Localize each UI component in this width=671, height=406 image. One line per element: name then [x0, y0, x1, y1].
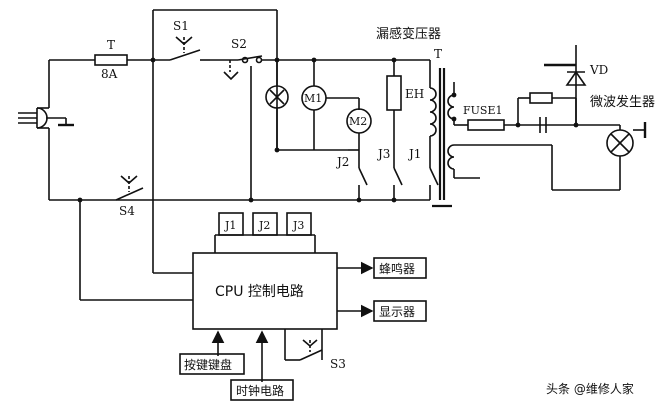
transformer-secondary-hv	[447, 94, 455, 120]
s1-label: S1	[173, 19, 189, 33]
magnetron-label: 微波发生器	[590, 94, 655, 110]
watermark: 头条 @维修人家	[546, 381, 634, 396]
relay-j1-label: J1	[224, 219, 236, 232]
main-fuse-label: T	[107, 38, 115, 52]
keypad-box	[179, 353, 245, 375]
switch-s4	[115, 175, 144, 201]
relay-j3-label: J3	[292, 219, 304, 232]
buzzer-label: 蜂鸣器	[379, 261, 415, 276]
buzzer-box	[373, 257, 427, 279]
s3-label: S3	[330, 357, 346, 371]
display-box	[373, 300, 427, 322]
heater-eh	[386, 75, 402, 111]
switch-s1	[169, 36, 210, 61]
magnetron	[606, 129, 634, 157]
eh-label: EH	[405, 87, 424, 101]
s2-label: S2	[231, 37, 247, 51]
switch-s3	[284, 329, 323, 361]
fuse-hv-label: FUSE1	[463, 104, 502, 117]
m1-label: M1	[304, 92, 322, 105]
relay-contact-j2	[358, 150, 368, 200]
transformer-secondary-filament	[447, 144, 455, 170]
cpu-control-box	[192, 252, 338, 330]
display-label: 显示器	[379, 305, 415, 319]
transformer-title: 漏感变压器	[376, 26, 441, 42]
relay-contact-j1	[429, 167, 439, 200]
clock-box	[230, 379, 294, 401]
bleeder-resistor	[529, 92, 553, 104]
clock-label: 时钟电路	[236, 383, 284, 398]
diode-label: VD	[589, 63, 608, 77]
power-plug	[18, 107, 74, 129]
switch-s2	[210, 55, 263, 81]
transformer-label: T	[434, 47, 442, 61]
diode-vd	[565, 70, 587, 86]
s4-label: S4	[119, 204, 135, 218]
main-fuse-rating: 8A	[101, 67, 118, 81]
cpu-label: CPU 控制电路	[215, 284, 304, 300]
j2-contact-label: J2	[335, 155, 349, 169]
main-fuse	[94, 54, 128, 66]
transformer-primary	[429, 87, 437, 137]
keypad-label: 按键键盘	[184, 357, 232, 372]
j1-contact-label: J1	[407, 147, 421, 161]
m2-label: M2	[349, 115, 367, 128]
fuse-hv	[467, 119, 505, 131]
relay-j2-label: J2	[258, 219, 270, 232]
relay-contact-j3	[393, 167, 403, 200]
j3-contact-label: J3	[376, 147, 390, 161]
